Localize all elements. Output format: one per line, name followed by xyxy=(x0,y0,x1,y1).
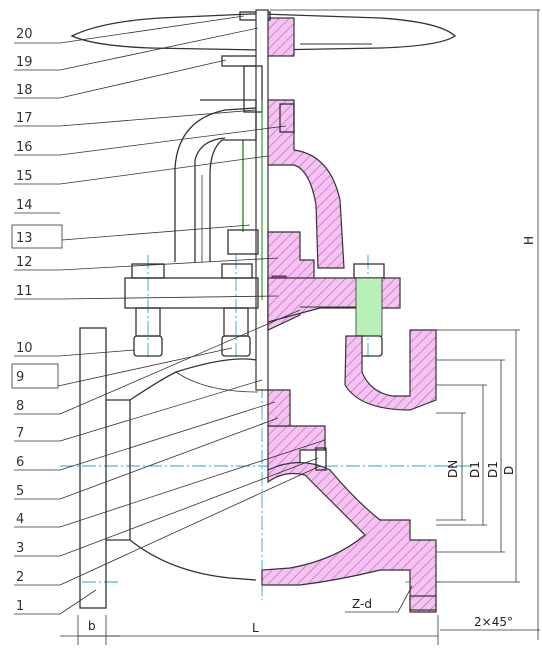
leader-1 xyxy=(59,589,97,615)
leader-zd xyxy=(397,585,413,613)
bolt-nut-bottom-mid xyxy=(221,335,251,357)
leader-2 xyxy=(59,465,321,586)
part-label-1: 1 xyxy=(16,599,24,614)
part-label-16: 16 xyxy=(16,140,33,155)
gland-bolt xyxy=(279,103,295,133)
dim-label-dn: DN xyxy=(446,460,460,478)
handwheel-nut xyxy=(239,11,271,21)
bonnet-bolts xyxy=(131,263,385,357)
dim-label-l: L xyxy=(252,621,259,635)
dimension-labels: H DN D1 D1 D Z-d b L 2×45° xyxy=(88,236,536,635)
handwheel-rim xyxy=(70,13,457,51)
leader-8 xyxy=(59,309,301,415)
yoke-outline-outer xyxy=(174,107,257,262)
yoke-arm-inner xyxy=(194,137,226,262)
part-label-19: 19 xyxy=(16,55,33,70)
bolt-nut-top-left xyxy=(131,263,165,279)
yoke-outline-inner xyxy=(200,99,257,262)
part-label-18: 18 xyxy=(16,83,33,98)
part-number-labels: 20 19 18 17 16 15 14 13 12 11 10 9 8 7 6… xyxy=(16,27,33,614)
leader-15 xyxy=(59,155,269,185)
part-label-9: 9 xyxy=(16,370,24,385)
leader-16 xyxy=(59,125,287,156)
leader-17 xyxy=(59,109,257,127)
leader-9 xyxy=(57,347,233,387)
body-shoulder-left xyxy=(129,358,257,401)
bolt-nut-top-right xyxy=(353,263,385,279)
part-label-8: 8 xyxy=(16,399,24,414)
inlet-neck-left xyxy=(106,399,131,541)
leader-6 xyxy=(59,401,276,471)
body-lower-section xyxy=(261,461,437,613)
leader-19 xyxy=(59,27,259,71)
bonnet-left-half xyxy=(174,99,257,262)
part-label-15: 15 xyxy=(16,169,33,184)
body-left-half xyxy=(79,327,259,609)
part-label-4: 4 xyxy=(16,512,24,527)
body-upper-section xyxy=(344,329,437,411)
part-label-11: 11 xyxy=(16,284,33,299)
dim-label-chamfer: 2×45° xyxy=(474,615,513,629)
leader-7 xyxy=(59,379,263,442)
box-9 xyxy=(11,363,59,389)
dim-label-d1-inner: D1 xyxy=(468,461,482,478)
leader-18 xyxy=(59,59,227,99)
stem-nut-lower xyxy=(227,229,259,255)
bolt-nut-bottom-left xyxy=(133,335,163,357)
part-leaders xyxy=(11,15,326,615)
body-right-section xyxy=(261,329,437,613)
leader-13 xyxy=(61,224,251,241)
part-label-14: 14 xyxy=(16,198,33,213)
leader-11 xyxy=(59,295,279,300)
part-label-12: 12 xyxy=(16,255,33,270)
body-seat-line-left xyxy=(175,371,259,393)
leader-20 xyxy=(59,15,245,44)
dimension-lines xyxy=(60,9,540,645)
leader-4 xyxy=(59,439,326,528)
bonnet-flange-left xyxy=(124,277,259,309)
part-label-2: 2 xyxy=(16,570,24,585)
leader-10 xyxy=(59,349,135,357)
dim-label-d: D xyxy=(502,466,516,475)
part-label-3: 3 xyxy=(16,541,24,556)
dim-label-zd: Z-d xyxy=(352,597,372,611)
valve-stem xyxy=(227,9,269,391)
part-label-13: 13 xyxy=(16,231,33,246)
dim-label-d1-outer: D1 xyxy=(486,461,500,478)
part-label-20: 20 xyxy=(16,27,33,42)
part-label-6: 6 xyxy=(16,455,24,470)
bolt-nut-top-mid xyxy=(221,263,253,279)
dim-label-h: H xyxy=(522,236,536,245)
bonnet-yoke-section xyxy=(267,99,345,269)
leader-3 xyxy=(59,457,319,557)
part-label-10: 10 xyxy=(16,341,33,356)
outlet-flange-foot xyxy=(409,595,437,611)
part-label-7: 7 xyxy=(16,426,24,441)
yoke-bushing-left xyxy=(243,65,263,113)
part-label-17: 17 xyxy=(16,111,33,126)
body-bottom-left xyxy=(129,539,257,581)
leader-5 xyxy=(59,417,279,500)
box-13 xyxy=(11,224,63,249)
stem-nut-left xyxy=(221,55,259,67)
disc-stem-section xyxy=(267,389,291,427)
part-label-5: 5 xyxy=(16,484,24,499)
inlet-flange-left xyxy=(79,327,107,609)
bolt-shank-right xyxy=(355,277,383,337)
leader-12 xyxy=(59,257,279,271)
dim-label-b: b xyxy=(88,619,96,633)
